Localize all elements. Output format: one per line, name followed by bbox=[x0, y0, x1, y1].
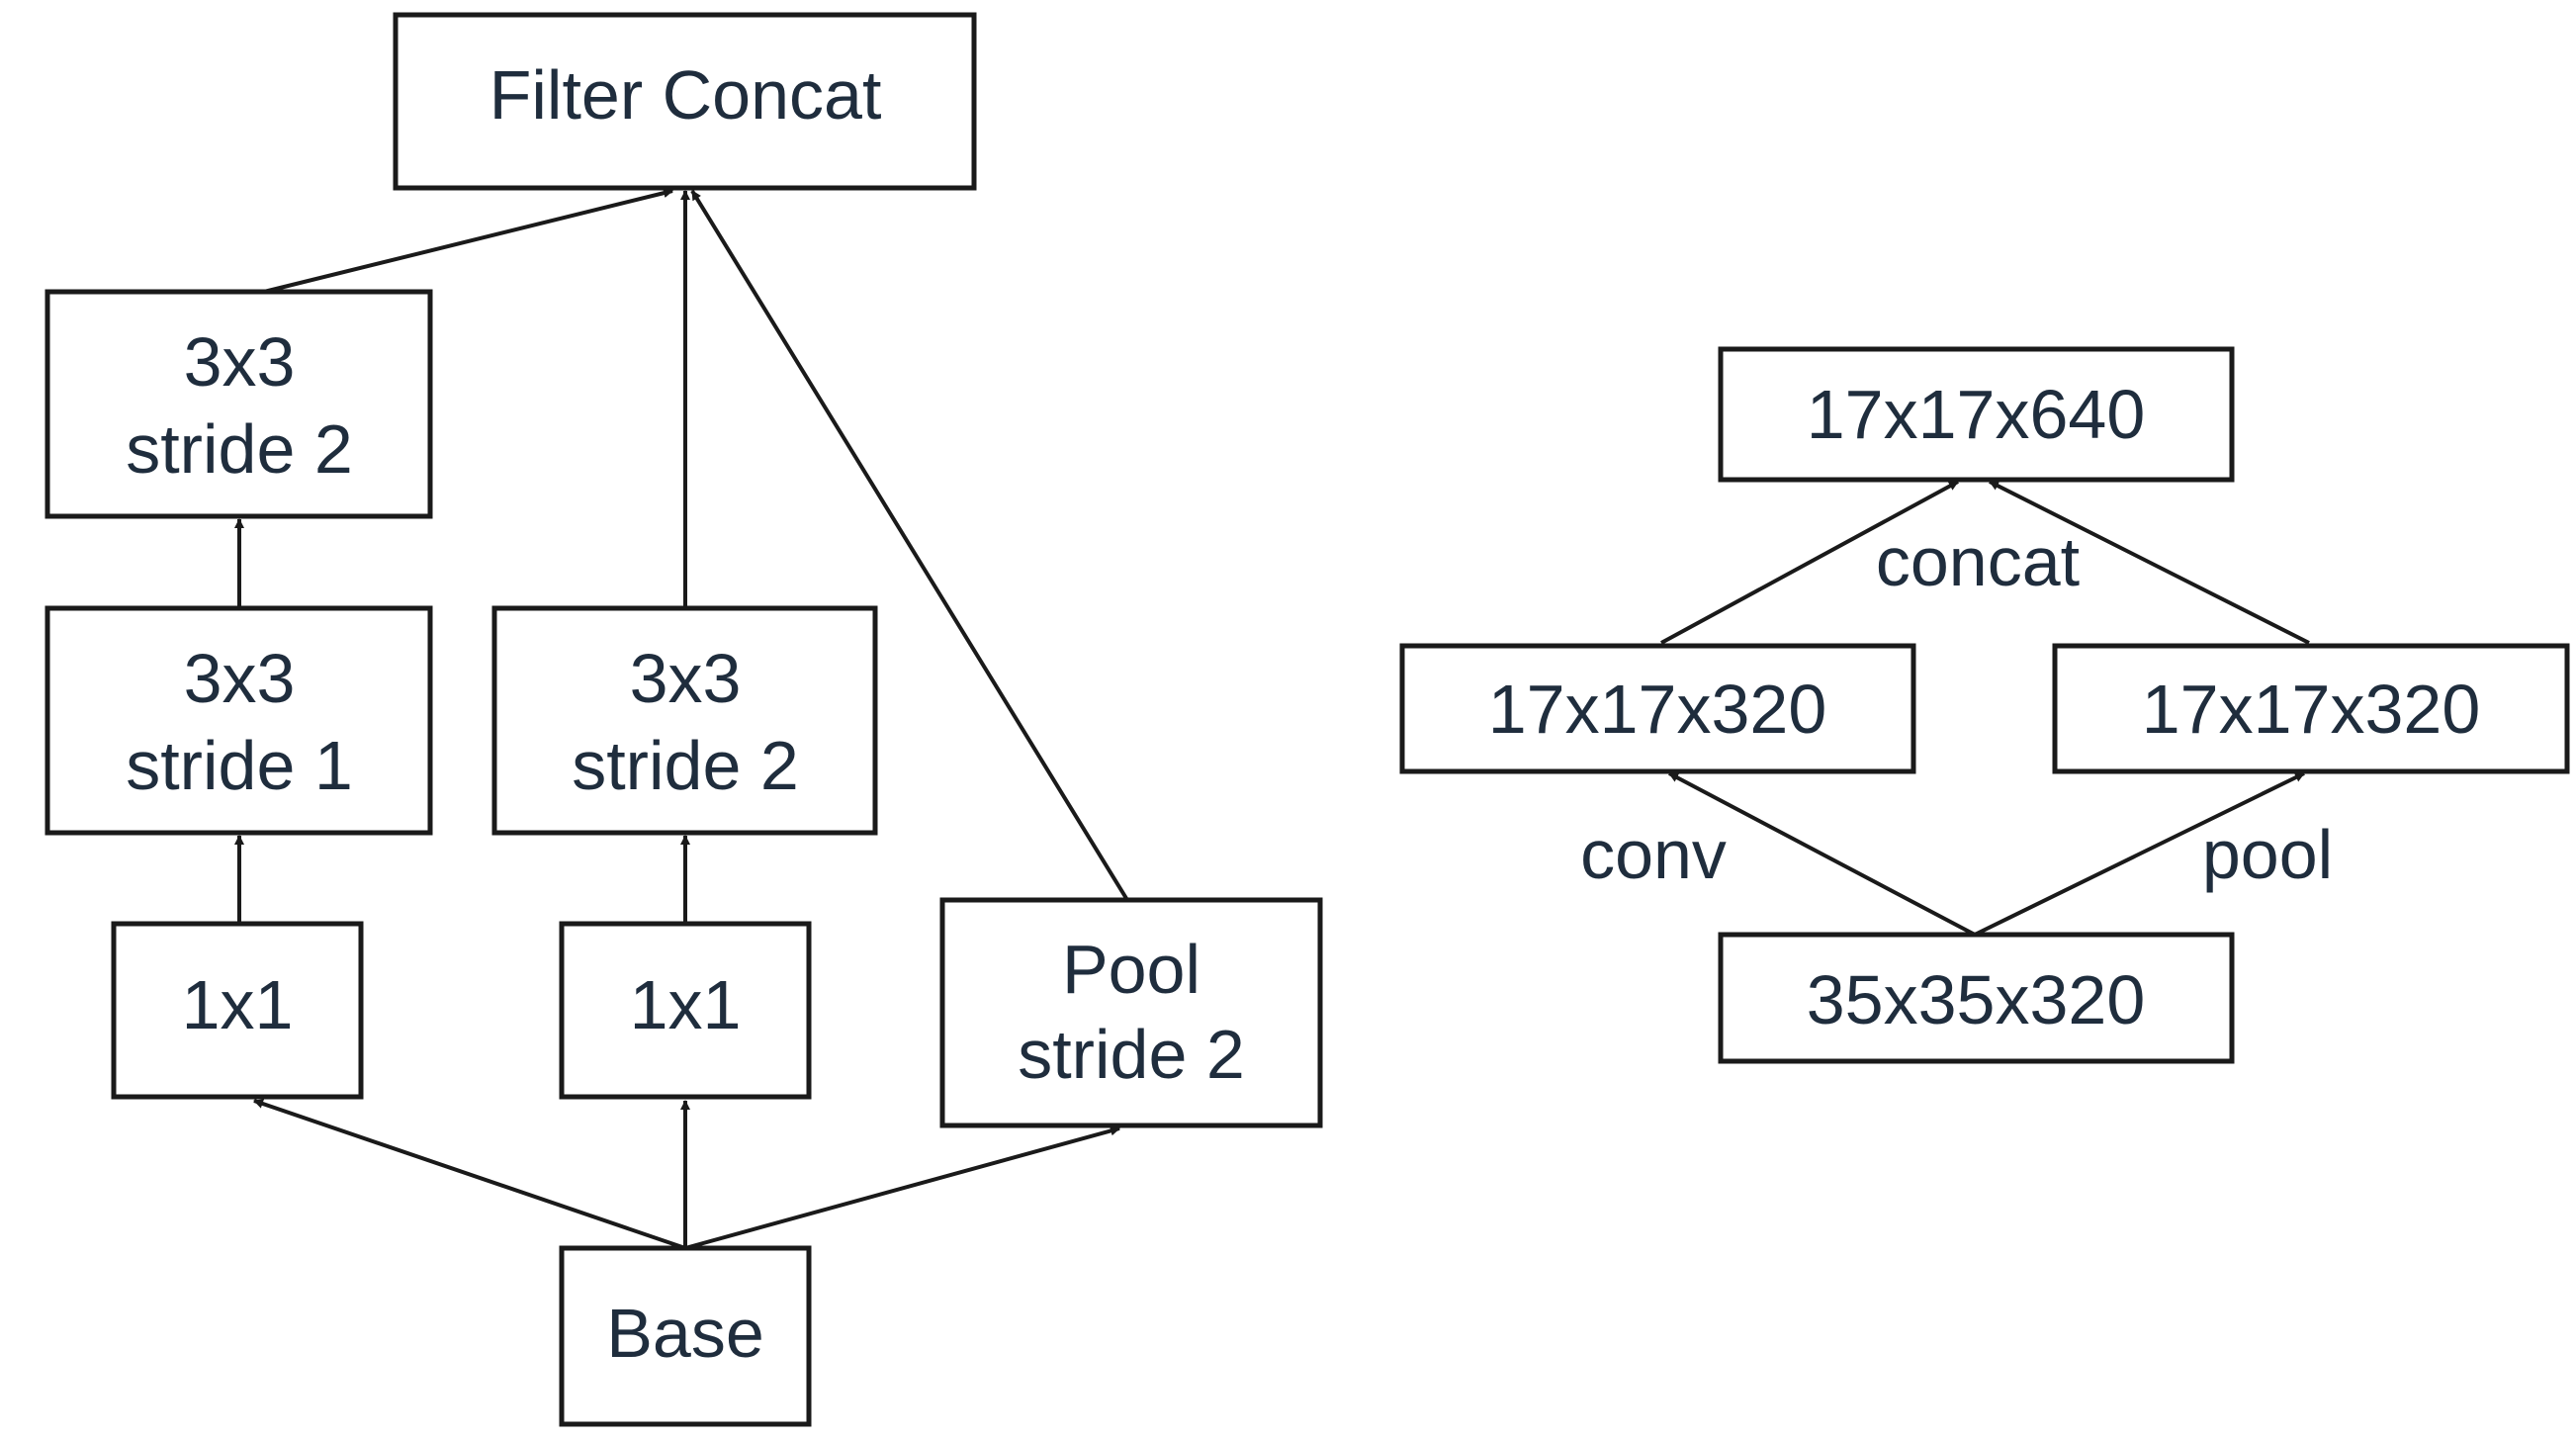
node-17x17x640: 17x17x640 bbox=[1718, 346, 2235, 483]
edge-label-pool: pool bbox=[2202, 816, 2333, 893]
edge-base-to-pool bbox=[684, 1125, 1120, 1250]
right-diagram-edges bbox=[1660, 480, 2310, 937]
node-base: Base bbox=[559, 1245, 812, 1427]
node-1x1-mid-label: 1x1 bbox=[630, 966, 742, 1043]
edge-base-to-1x1-left bbox=[253, 1099, 686, 1250]
edge-35-to-pool320 bbox=[1974, 771, 2305, 937]
edge-3x3-s2-top-to-concat bbox=[263, 188, 673, 294]
node-3x3-stride1: 3x3 stride 1 bbox=[44, 605, 433, 836]
node-filter-concat: Filter Concat bbox=[393, 12, 977, 191]
node-35x35x320-label: 35x35x320 bbox=[1807, 961, 2146, 1038]
edge-pool320-to-640 bbox=[1989, 480, 2310, 645]
node-1x1-mid: 1x1 bbox=[559, 921, 812, 1100]
node-base-label: Base bbox=[606, 1295, 764, 1372]
edge-pool-to-concat bbox=[690, 189, 1129, 902]
edge-label-conv: conv bbox=[1580, 816, 1727, 893]
edge-conv320-to-640 bbox=[1660, 480, 1959, 645]
node-3x3-stride2-top: 3x3 stride 2 bbox=[44, 289, 433, 519]
node-pool-stride2-line2: stride 2 bbox=[1018, 1016, 1245, 1093]
edge-label-concat: concat bbox=[1876, 523, 2080, 600]
node-17x17x320-pool-label: 17x17x320 bbox=[2142, 671, 2481, 748]
node-3x3-stride1-line1: 3x3 bbox=[184, 640, 296, 717]
node-3x3-stride2-mid-line1: 3x3 bbox=[630, 640, 742, 717]
node-3x3-stride2-mid-line2: stride 2 bbox=[572, 727, 799, 804]
node-3x3-stride2-mid: 3x3 stride 2 bbox=[491, 605, 878, 836]
node-17x17x320-conv: 17x17x320 bbox=[1399, 643, 1916, 774]
edge-35-to-conv320 bbox=[1668, 771, 1976, 937]
node-17x17x320-conv-label: 17x17x320 bbox=[1488, 671, 1827, 748]
node-35x35x320: 35x35x320 bbox=[1718, 932, 2235, 1064]
node-1x1-left: 1x1 bbox=[111, 921, 364, 1100]
node-17x17x640-label: 17x17x640 bbox=[1807, 376, 2146, 453]
node-3x3-stride2-top-line2: stride 2 bbox=[126, 410, 353, 488]
node-17x17x320-pool: 17x17x320 bbox=[2052, 643, 2570, 774]
node-filter-concat-label: Filter Concat bbox=[489, 56, 882, 134]
node-pool-stride2-line1: Pool bbox=[1062, 931, 1200, 1008]
node-3x3-stride1-line2: stride 1 bbox=[126, 727, 353, 804]
node-pool-stride2: Pool stride 2 bbox=[939, 897, 1323, 1128]
node-3x3-stride2-top-line1: 3x3 bbox=[184, 323, 296, 401]
left-diagram-edges bbox=[234, 188, 1129, 1250]
node-1x1-left-label: 1x1 bbox=[182, 966, 294, 1043]
